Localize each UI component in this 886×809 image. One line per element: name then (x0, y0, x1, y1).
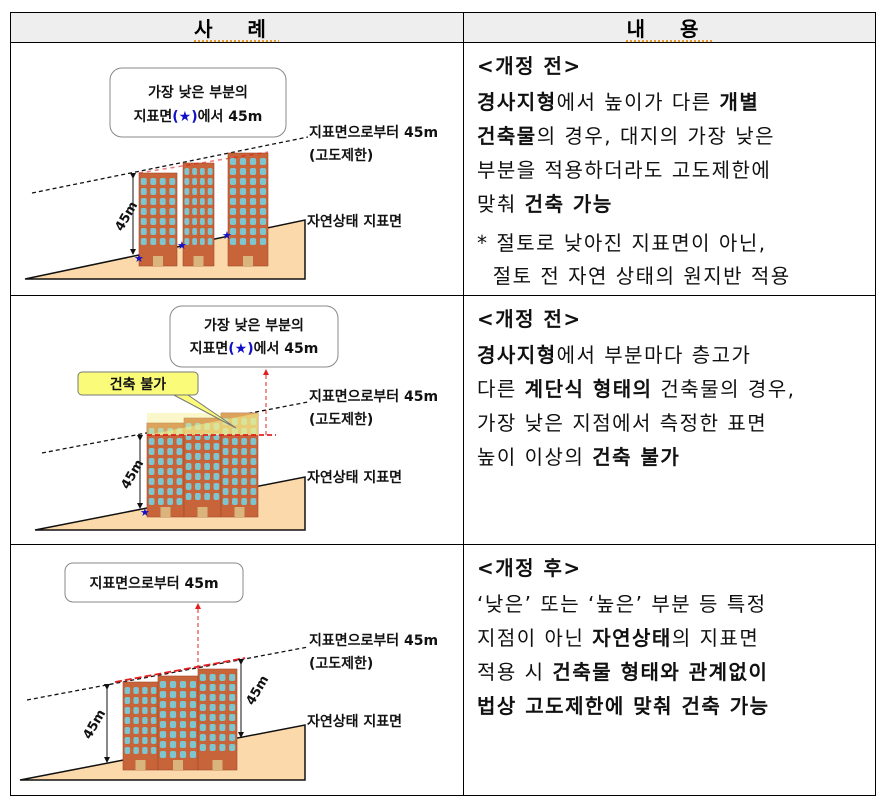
text: 건축물의 경우, (652, 377, 796, 401)
text: 맞춰 (477, 192, 525, 216)
content-line: 부분을 적용하더라도 고도제한에 (477, 153, 875, 187)
bold-text: 법상 고도제한에 맞춰 건축 가능 (477, 694, 770, 718)
content-line: 경사지형에서 높이가 다른 개별 (477, 85, 875, 119)
content-line: 적용 시 건축물 형태와 관계없이 (477, 655, 875, 689)
bold-text: 계단식 형태의 (524, 377, 653, 401)
bold-text: 경사지형 (477, 90, 557, 114)
content-line: ‘낮은’ 또는 ‘높은’ 부분 등 특정 (477, 587, 875, 621)
bold-text: 자연상태 (592, 626, 672, 650)
text: 의 경우, 대지의 가장 낮은 (536, 124, 775, 148)
text: 지점이 아닌 (477, 626, 593, 650)
bold-text: 개별 (719, 90, 760, 114)
header-examples: 사 례 (10, 12, 464, 43)
content-line: 법상 고도제한에 맞춰 건축 가능 (477, 689, 875, 723)
diagram-cell-1 (10, 42, 464, 296)
header-examples-label: 사 례 (194, 17, 280, 41)
content-line: 맞춰 건축 가능 (477, 187, 875, 221)
content-heading: <개정 전> (477, 54, 582, 78)
text: 부분을 적용하더라도 고도제한에 (477, 158, 772, 182)
note-line: 절토 전 자연 상태의 원지반 적용 (477, 264, 791, 288)
bold-text: 건축물 (477, 124, 537, 148)
bold-text: 건축 가능 (524, 192, 613, 216)
content-note: * 절토로 낮아진 지표면이 아닌, 절토 전 자연 상태의 원지반 적용 (477, 227, 875, 293)
text: 가장 낮은 지점에서 측정한 표면 (477, 411, 768, 435)
diagram-cell-2 (10, 295, 464, 545)
text: 에서 부분마다 층고가 (556, 343, 752, 367)
text: ‘낮은’ 또는 ‘높은’ 부분 등 특정 (477, 592, 767, 616)
content-line: 경사지형에서 부분마다 층고가 (477, 338, 875, 372)
content-line: 가장 낮은 지점에서 측정한 표면 (477, 406, 875, 440)
content-line: 높이 이상의 건축 불가 (477, 440, 875, 474)
text: 의 지표면 (671, 626, 760, 650)
content-line: 지점이 아닌 자연상태의 지표면 (477, 621, 875, 655)
text: 높이 이상의 (477, 445, 593, 469)
text: 에서 높이가 다른 (556, 90, 720, 114)
bold-text: 경사지형 (477, 343, 557, 367)
content-line: 건축물의 경우, 대지의 가장 낮은 (477, 119, 875, 153)
header-row: 사 례 내 용 (10, 12, 876, 43)
note-line: * 절토로 낮아진 지표면이 아닌, (477, 231, 767, 255)
header-contents: 내 용 (463, 12, 876, 43)
header-contents-label: 내 용 (626, 17, 713, 41)
bold-text: 건축물 형태와 관계없이 (552, 660, 769, 684)
content-heading: <개정 전> (477, 307, 582, 331)
content-heading: <개정 후> (477, 556, 582, 580)
text: 적용 시 (477, 660, 553, 684)
text: 다른 (477, 377, 525, 401)
content-line: 다른 계단식 형태의 건축물의 경우, (477, 372, 875, 406)
diagram-cell-3 (10, 544, 464, 796)
bold-text: 건축 불가 (592, 445, 681, 469)
